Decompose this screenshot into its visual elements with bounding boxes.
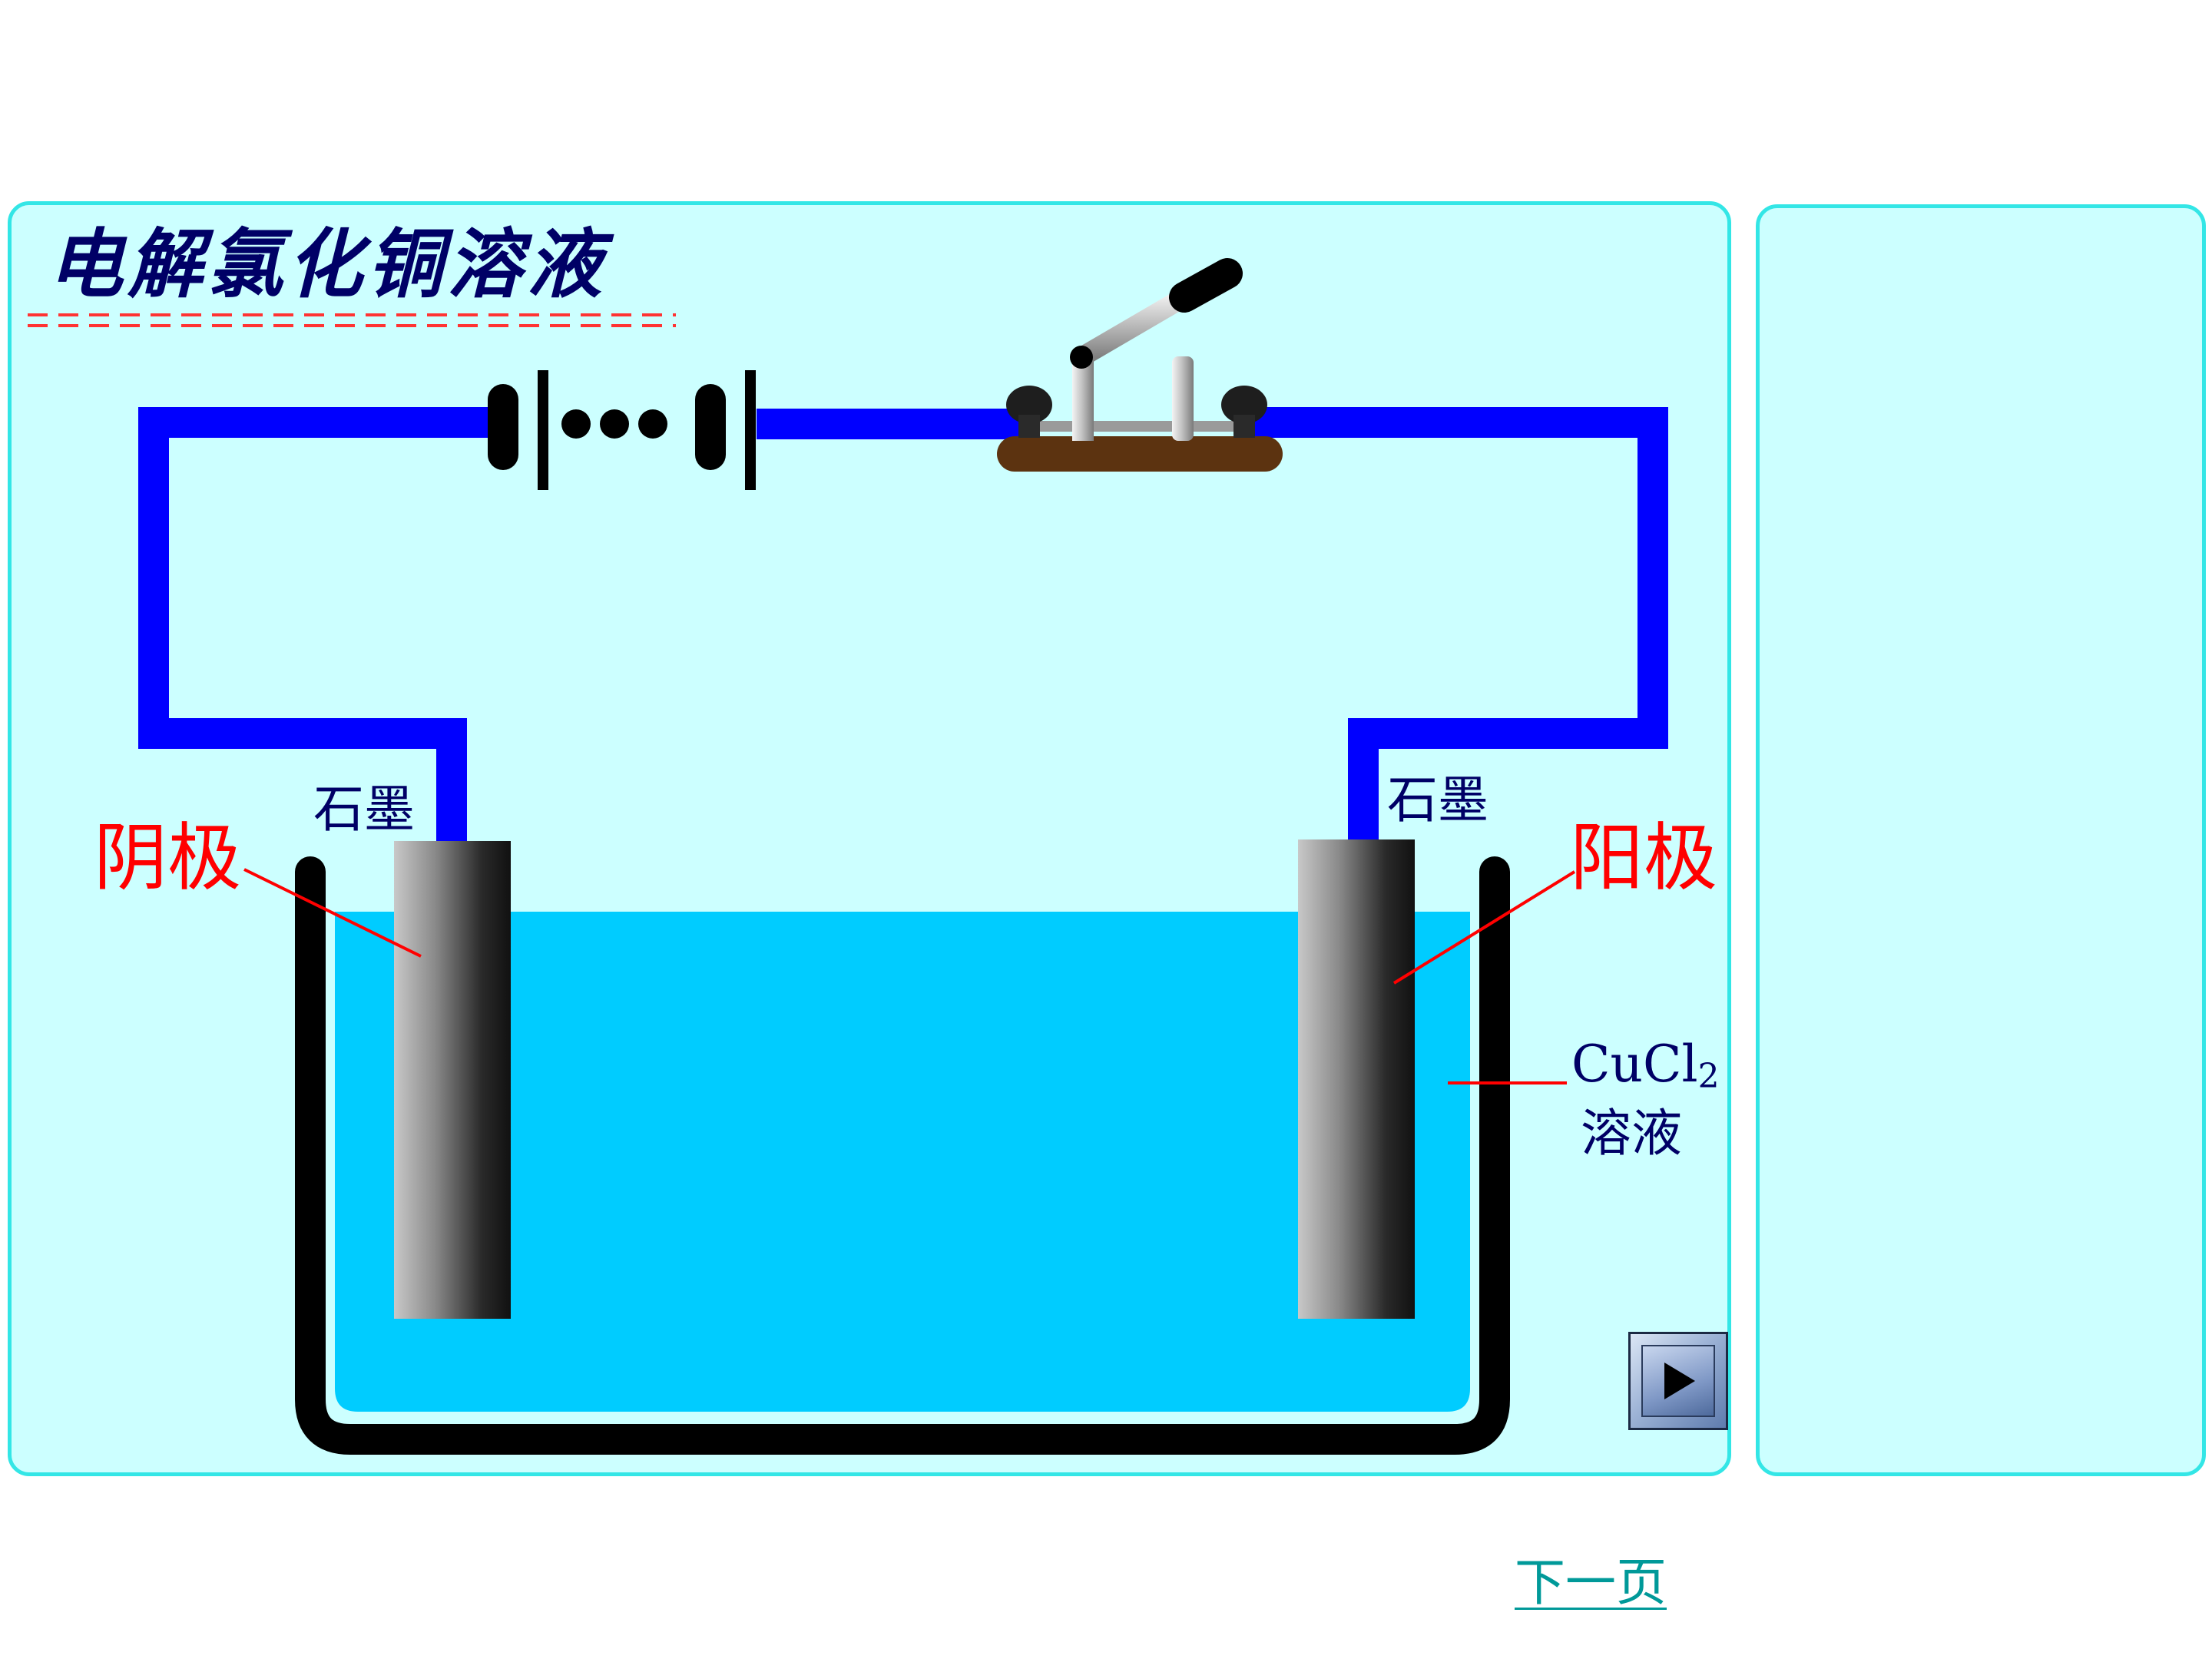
cucl2-solution <box>335 912 1470 1412</box>
cathode-electrode <box>394 841 511 1319</box>
page-title: 电解氯化铜溶液 <box>48 221 614 309</box>
solution-word: 溶液 <box>1581 1104 1682 1163</box>
anode-electrode <box>1298 839 1415 1319</box>
graphite-label-left: 石墨 <box>313 780 415 839</box>
cathode-pointer <box>243 868 422 958</box>
anode-pointer <box>1392 870 1576 985</box>
battery-icon <box>488 370 756 490</box>
solution-formula-sub: 2 <box>1698 1057 1720 1096</box>
graphite-label-right: 石墨 <box>1387 770 1488 830</box>
solution-formula: CuCl2 <box>1571 1035 1720 1096</box>
knife-switch-icon[interactable] <box>997 258 1283 472</box>
circuit-wire-right <box>1252 407 1668 845</box>
play-button[interactable] <box>1628 1332 1728 1430</box>
play-button-face <box>1641 1345 1715 1417</box>
side-panel <box>1756 204 2206 1476</box>
next-page-link[interactable]: 下一页 <box>1515 1553 1667 1612</box>
play-icon <box>1664 1363 1696 1399</box>
beaker <box>295 856 1510 1455</box>
cathode-label: 阴极 <box>94 815 241 901</box>
solution-formula-main: CuCl <box>1571 1035 1698 1094</box>
anode-label: 阳极 <box>1570 815 1717 901</box>
circuit-wire-left <box>138 407 495 845</box>
